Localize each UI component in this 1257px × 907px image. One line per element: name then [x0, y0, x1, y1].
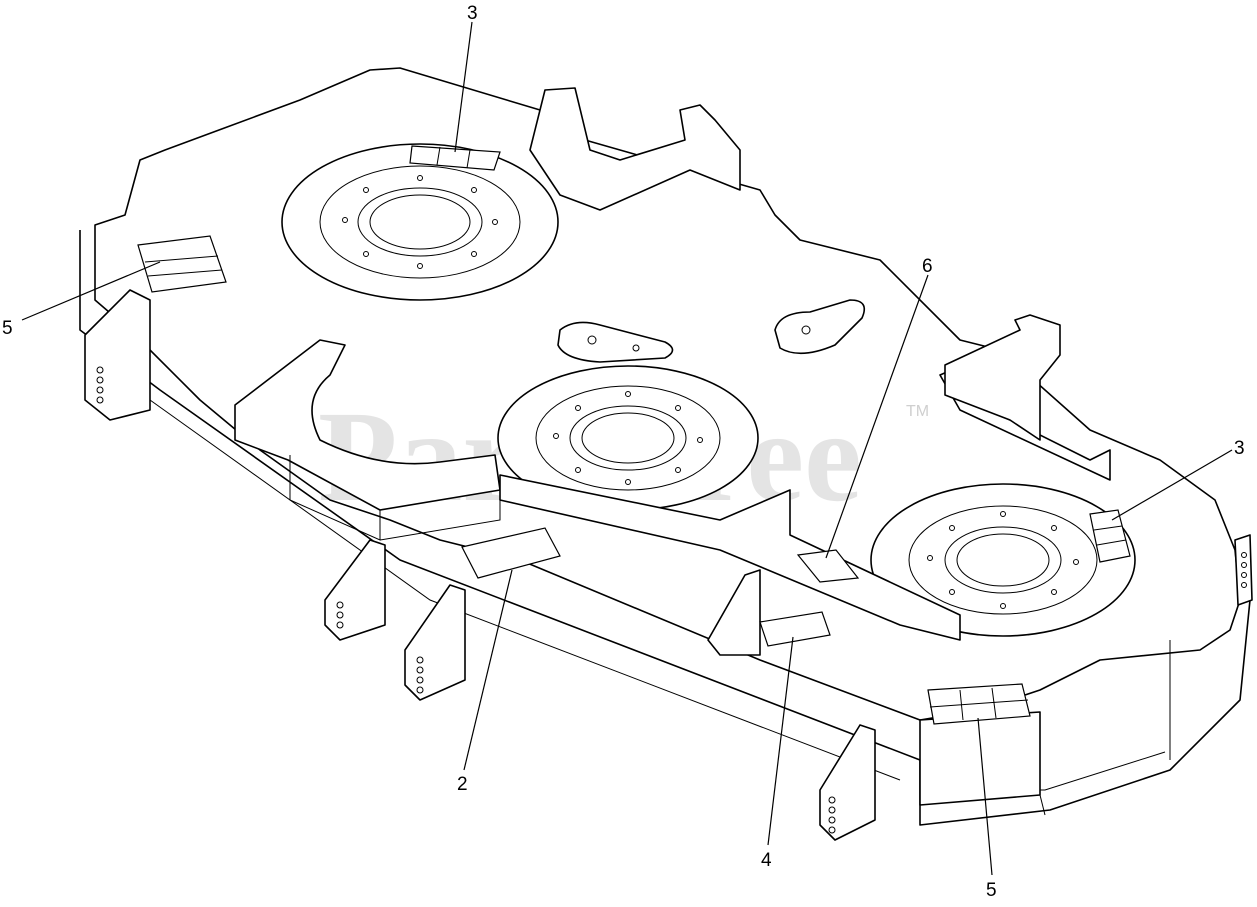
- leader-c3: [825, 274, 929, 559]
- center-baffle: [499, 474, 961, 641]
- mount-right-front: [819, 724, 876, 841]
- decal-3-top: [409, 145, 501, 171]
- decal-2-center: [461, 527, 561, 579]
- decal-4: [759, 611, 831, 647]
- mount-right-edge: [1234, 534, 1253, 606]
- front-bumper-block: [919, 711, 1041, 806]
- callouts: 3 5 6 3 2 4 5: [2, 3, 1245, 901]
- leader-c5: [463, 569, 513, 771]
- mower-deck: [79, 67, 1253, 841]
- hitch-bracket-right: [944, 314, 1061, 441]
- mount-left-front: [84, 289, 151, 421]
- decals: [137, 145, 1131, 725]
- idler-plate-right: [774, 299, 866, 355]
- callout-3-top: 3: [467, 3, 478, 24]
- callout-2: 2: [457, 774, 468, 795]
- leader-c4: [1111, 449, 1233, 521]
- hitch-bracket-top: [529, 87, 741, 211]
- watermark-trademark: TM: [906, 403, 929, 420]
- decal-6: [796, 549, 860, 583]
- callout-3-right: 3: [1234, 438, 1245, 459]
- callout-5-front: 5: [986, 880, 997, 901]
- idler-plate-left: [557, 321, 674, 363]
- decal-3-right: [1089, 509, 1131, 563]
- decal-5-left: [137, 235, 227, 293]
- callout-5-left: 5: [2, 318, 13, 339]
- mount-left-center: [324, 539, 386, 641]
- callout-4: 4: [761, 850, 772, 871]
- leader-c1: [454, 21, 473, 153]
- leader-lines: [21, 21, 1233, 876]
- spindle-left: [281, 143, 559, 301]
- mount-center-upright: [707, 569, 761, 656]
- leader-c6: [767, 636, 794, 846]
- front-baffle: [234, 339, 501, 511]
- leader-c2: [21, 261, 161, 321]
- spindle-right: [870, 483, 1136, 637]
- callout-6: 6: [922, 256, 933, 277]
- leader-c7: [977, 717, 993, 876]
